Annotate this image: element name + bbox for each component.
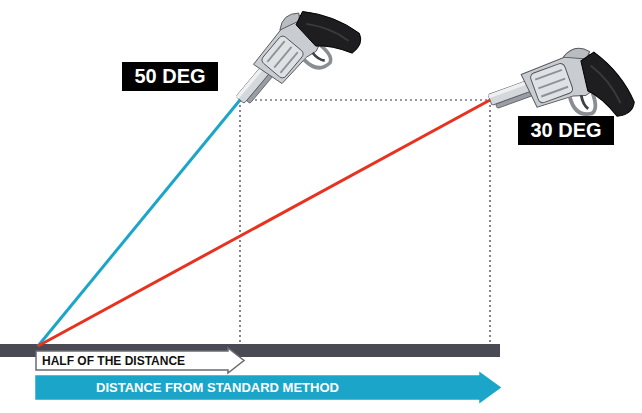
- revolver-high: [226, 0, 365, 136]
- distance-arrow: HALF OF THE DISTANCE: [36, 348, 244, 373]
- label-text: HALF OF THE DISTANCE: [42, 354, 185, 368]
- distance-arrow: DISTANCE FROM STANDARD METHOD: [36, 373, 500, 402]
- angle-tag: 50 DEG: [122, 62, 218, 91]
- label-text: DISTANCE FROM STANDARD METHOD: [96, 380, 339, 395]
- construction-lines: [240, 100, 490, 344]
- angle-tag: 30 DEG: [518, 116, 614, 145]
- arrow-outline: [36, 373, 500, 402]
- sight-line-30: [38, 100, 490, 346]
- revolver-low: [483, 36, 637, 156]
- sight-line-50: [38, 100, 240, 346]
- arrow-outline: [36, 348, 244, 373]
- label-text: 50 DEG: [134, 65, 205, 88]
- label-text: 30 DEG: [530, 119, 601, 142]
